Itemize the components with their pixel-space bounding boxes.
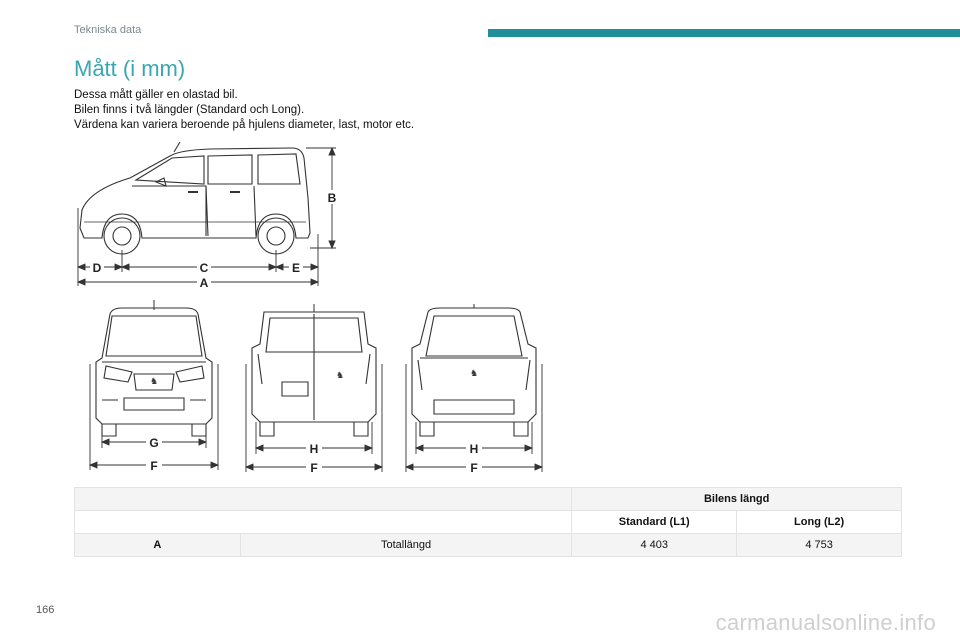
- section-label: Tekniska data: [74, 24, 142, 36]
- front-view-svg: ♞ G F: [88, 300, 220, 473]
- intro-line-3: Värdena kan variera beroende på hjulens …: [74, 119, 415, 131]
- svg-text:♞: ♞: [336, 371, 344, 381]
- table-row: A Totallängd 4 403 4 753: [74, 533, 902, 557]
- table-cell-code: A: [74, 533, 241, 557]
- svg-text:♞: ♞: [470, 369, 478, 379]
- page-number: 166: [36, 604, 55, 616]
- intro-line-2: Bilen finns i två längder (Standard och …: [74, 104, 305, 116]
- side-view-diagram: B D C E A: [70, 138, 350, 290]
- table-header-empty-2: [73, 510, 573, 534]
- rear-tailgate-view-diagram: ♞ H F: [404, 304, 544, 476]
- dim-label-b: B: [328, 191, 337, 205]
- table-header-empty: [73, 487, 573, 511]
- table-cell-standard: 4 403: [571, 533, 738, 557]
- table-group-header: Bilens längd: [571, 487, 902, 511]
- rear-tailgate-view-svg: ♞ H F: [404, 304, 544, 475]
- dim-label-c: C: [200, 261, 209, 275]
- page-title: Mått (i mm): [74, 56, 186, 81]
- table-column-standard: Standard (L1): [571, 510, 738, 534]
- svg-text:♞: ♞: [150, 377, 158, 387]
- dim-label-g: G: [149, 436, 158, 450]
- dim-label-e: E: [292, 261, 300, 275]
- table-header-row-columns: Standard (L1) Long (L2): [73, 510, 902, 534]
- table-cell-label: Totallängd: [239, 533, 573, 557]
- dim-label-f-tailgate: F: [470, 461, 477, 475]
- rear-doors-view-svg: ♞ H F: [244, 304, 384, 475]
- dim-label-h-doors: H: [310, 442, 319, 456]
- rear-doors-view-diagram: ♞ H F: [244, 304, 384, 476]
- watermark: carmanualsonline.info: [715, 610, 936, 635]
- dim-label-d: D: [93, 261, 102, 275]
- table-header-row-group: Bilens längd: [73, 487, 902, 511]
- dim-label-a: A: [200, 276, 209, 290]
- dim-label-h-tailgate: H: [470, 442, 479, 456]
- dimensions-table: Bilens längd Standard (L1) Long (L2) A T…: [73, 487, 902, 557]
- dim-label-f-front: F: [150, 459, 157, 473]
- header-accent-bar: [488, 29, 960, 37]
- front-view-diagram: ♞ G F: [88, 300, 220, 476]
- side-view-svg: B D C E A: [76, 141, 339, 290]
- dim-label-f-doors: F: [310, 461, 317, 475]
- table-column-long: Long (L2): [736, 510, 902, 534]
- table-cell-long: 4 753: [736, 533, 902, 557]
- intro-text: Dessa mått gäller en olastad bil. Bilen …: [74, 88, 514, 133]
- intro-line-1: Dessa mått gäller en olastad bil.: [74, 89, 238, 101]
